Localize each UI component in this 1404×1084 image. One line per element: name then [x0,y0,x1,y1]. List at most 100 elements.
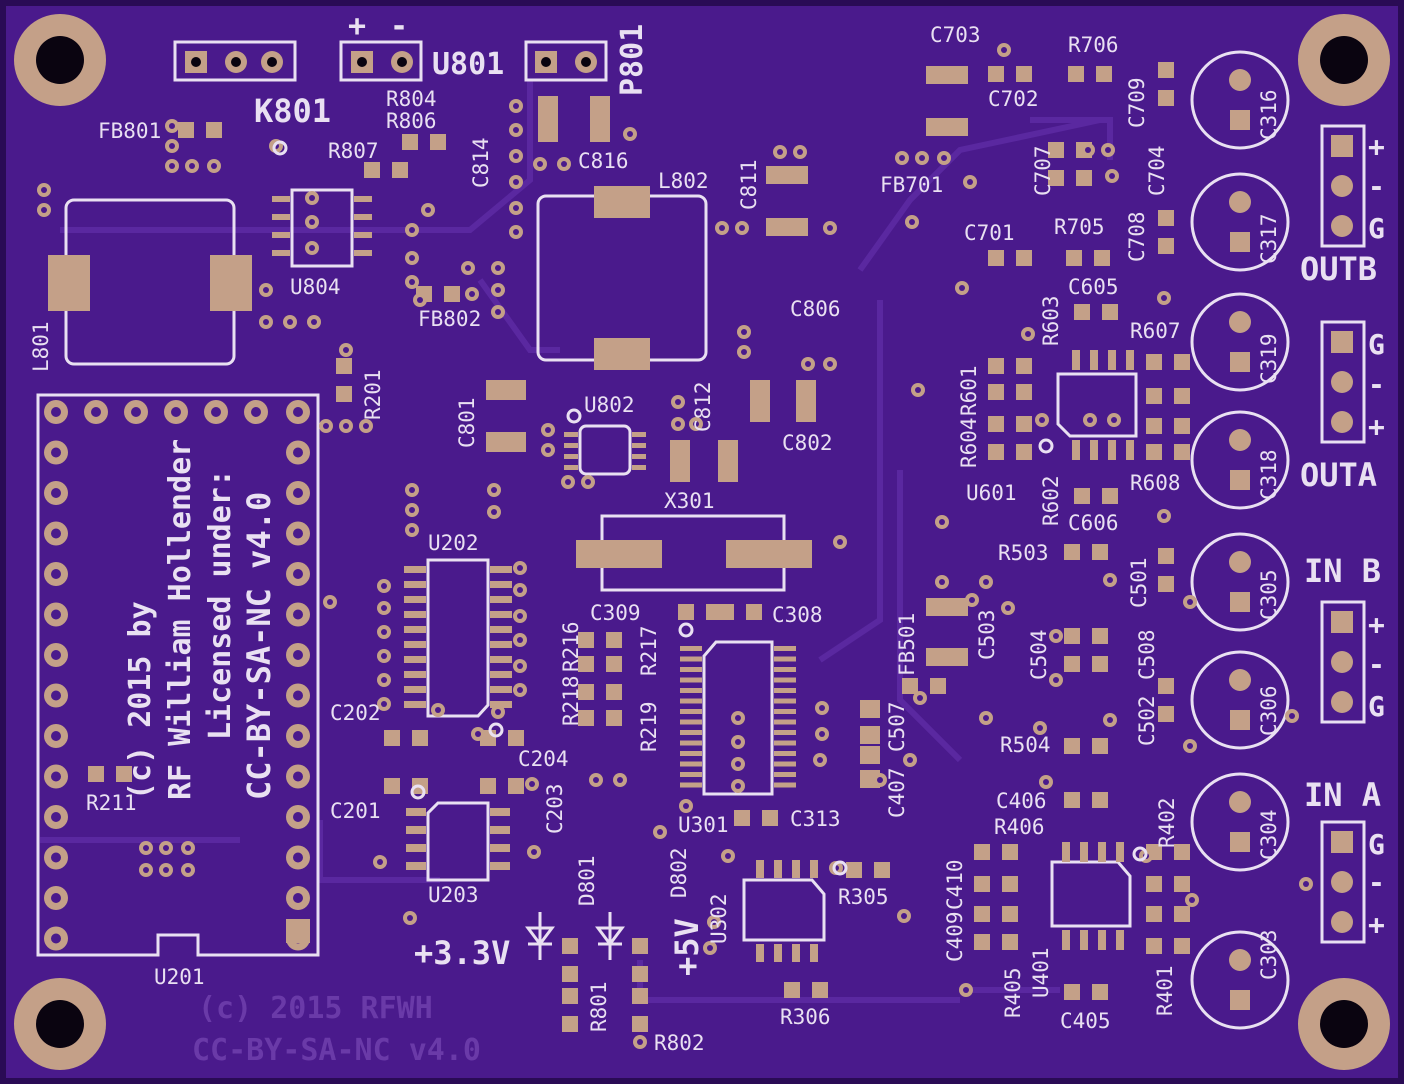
silk-label: R216 [559,621,583,672]
header-pin-hole [293,407,303,417]
minus-mark: - [390,9,408,44]
smd-pad [578,656,594,672]
smd-pad [606,632,622,648]
via-hole [309,195,315,201]
ic-pin [1080,930,1088,950]
silk-label: R504 [1000,733,1051,757]
ic-pin [632,454,646,459]
silk-label: C709 [1125,77,1149,128]
ic-pin [774,709,796,714]
via-hole [617,777,623,783]
via-hole [917,695,923,701]
header-hole [267,57,277,67]
via-hole [827,225,833,231]
silk-label: C405 [1060,1009,1111,1033]
cap-pad [1229,429,1251,451]
ic-pin [680,656,702,662]
smd-pad [1066,250,1082,266]
header-pin-hole [251,407,261,417]
silk-label: C305 [1257,569,1281,620]
via-hole [735,739,741,745]
smd-pads [88,62,1190,1032]
via-hole [381,701,387,707]
via-hole [169,123,175,129]
large-pad [796,380,816,422]
ic-pin [680,698,702,704]
cap-pad [1229,669,1251,691]
via-hole [381,629,387,635]
header-pin-square [286,919,310,943]
ic-pin [404,656,426,663]
silk-label: C202 [330,701,381,725]
silk-label: R705 [1054,215,1105,239]
smd-pad [444,286,460,302]
via-hole [1001,47,1007,53]
ic-pin [1098,842,1106,862]
pin1-marker [678,622,694,638]
via-hole [311,319,317,325]
ic-pin [680,751,702,756]
via-hole [1005,605,1011,611]
smd-pad [206,122,222,138]
via-hole [495,309,501,315]
electrolytic-capacitors [1190,50,1353,1030]
via-hole [901,913,907,919]
header-hole [357,57,367,67]
large-pad [860,746,880,764]
via-hole [939,519,945,525]
ic-pin [680,688,702,693]
ic-pin [810,860,818,878]
via-hole [185,845,191,851]
via-hole [919,155,925,161]
ic-pin [1090,440,1098,460]
via-hole [1107,717,1113,723]
connector-pin [1331,871,1353,893]
silk-label: K801 [254,92,331,130]
components [48,40,1366,960]
via-hole [41,187,47,193]
via-hole [959,285,965,291]
vias [37,43,1313,1049]
via-hole [163,867,169,873]
via-hole [1107,577,1113,583]
ic-pin [774,646,796,651]
silk-label: C303 [1257,929,1281,980]
outa-pin: + [1368,410,1385,443]
ic-pin [1126,350,1134,370]
via-hole [725,853,731,859]
via-hole [409,507,415,513]
silk-label: R219 [637,701,661,752]
ic-pin [756,944,764,962]
via-hole [343,347,349,353]
via-hole [827,361,833,367]
ic-pin [406,808,426,816]
header-pin-hole [51,488,61,498]
silk-label: X301 [664,489,715,513]
smd-pad [632,1016,648,1032]
ic-pin [404,686,426,693]
header-hole [231,57,241,67]
via-hole [907,757,913,763]
via-hole [41,207,47,213]
smd-pad [606,684,622,700]
smd-pad [1102,488,1118,504]
silk-label: U601 [966,481,1017,505]
ina-name: IN A [1304,776,1381,814]
via-hole [513,153,519,159]
inb-pin: G [1368,690,1385,723]
credit-line-3: Licensed under: [203,469,238,740]
connector-pin [1331,651,1353,673]
silk-label: C304 [1257,809,1281,860]
ic-pin [490,581,512,588]
via-hole [877,777,883,783]
smd-pad [1068,66,1084,82]
smd-pad [1048,170,1064,186]
electrolytic-cap-outline [1190,650,1290,750]
silk-label: C503 [975,609,999,660]
large-pad [486,380,526,400]
via-hole [735,761,741,767]
silk-label: R802 [654,1031,705,1055]
silk-label: C801 [455,397,479,448]
via-hole [327,599,333,605]
